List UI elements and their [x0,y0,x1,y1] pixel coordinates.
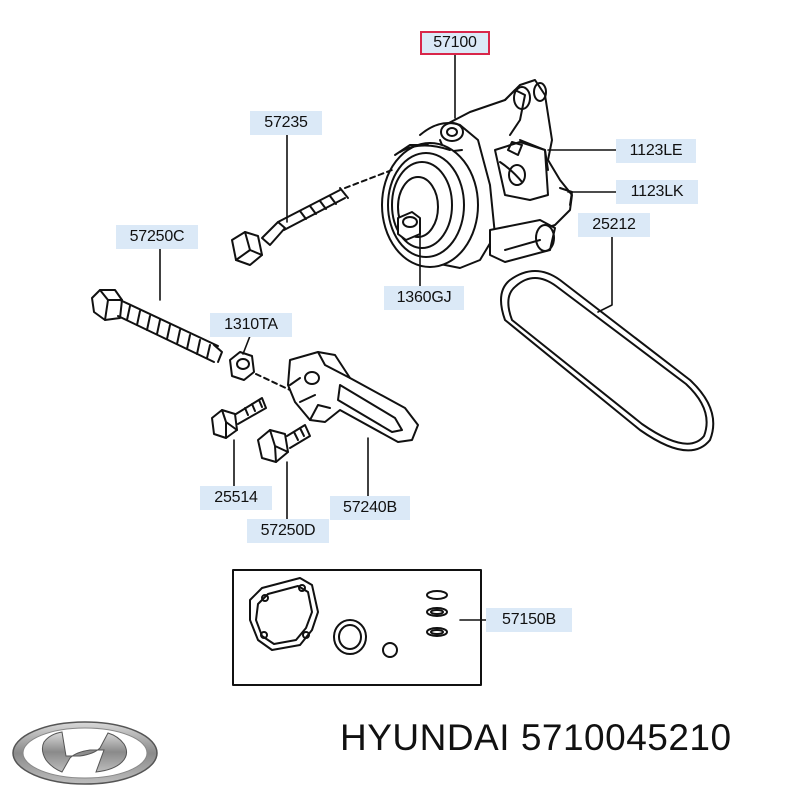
part-label-57100[interactable]: 57100 [420,31,490,55]
power-steering-pump [344,79,573,269]
bolt-25514 [211,397,267,439]
bolt-57235 [231,187,349,266]
part-number: 5710045210 [520,717,732,758]
part-label-57240b[interactable]: 57240B [330,496,410,520]
belt-25212 [500,270,715,452]
part-label-57250d[interactable]: 57250D [247,519,329,543]
bolt-57250d [257,424,311,463]
part-label-1123lk[interactable]: 1123LK [616,180,698,204]
part-label-1310ta[interactable]: 1310TA [210,313,292,337]
part-label-1123le[interactable]: 1123LE [616,139,696,163]
leader-lines [159,54,617,621]
part-label-25514[interactable]: 25514 [200,486,272,510]
brand-name: HYUNDAI [340,717,511,758]
bolt-57250c [91,289,223,363]
hyundai-logo-icon [12,721,158,785]
part-label-57235[interactable]: 57235 [250,111,322,135]
part-label-1360gj[interactable]: 1360GJ [384,286,464,310]
brand-part-number: HYUNDAI 5710045210 [340,717,732,759]
bracket-57240b [287,351,419,443]
gasket-kit-57150b [232,569,482,686]
nut-1310ta [229,351,291,391]
part-label-57150b[interactable]: 57150B [486,608,572,632]
part-label-57250c[interactable]: 57250C [116,225,198,249]
part-label-25212[interactable]: 25212 [578,213,650,237]
